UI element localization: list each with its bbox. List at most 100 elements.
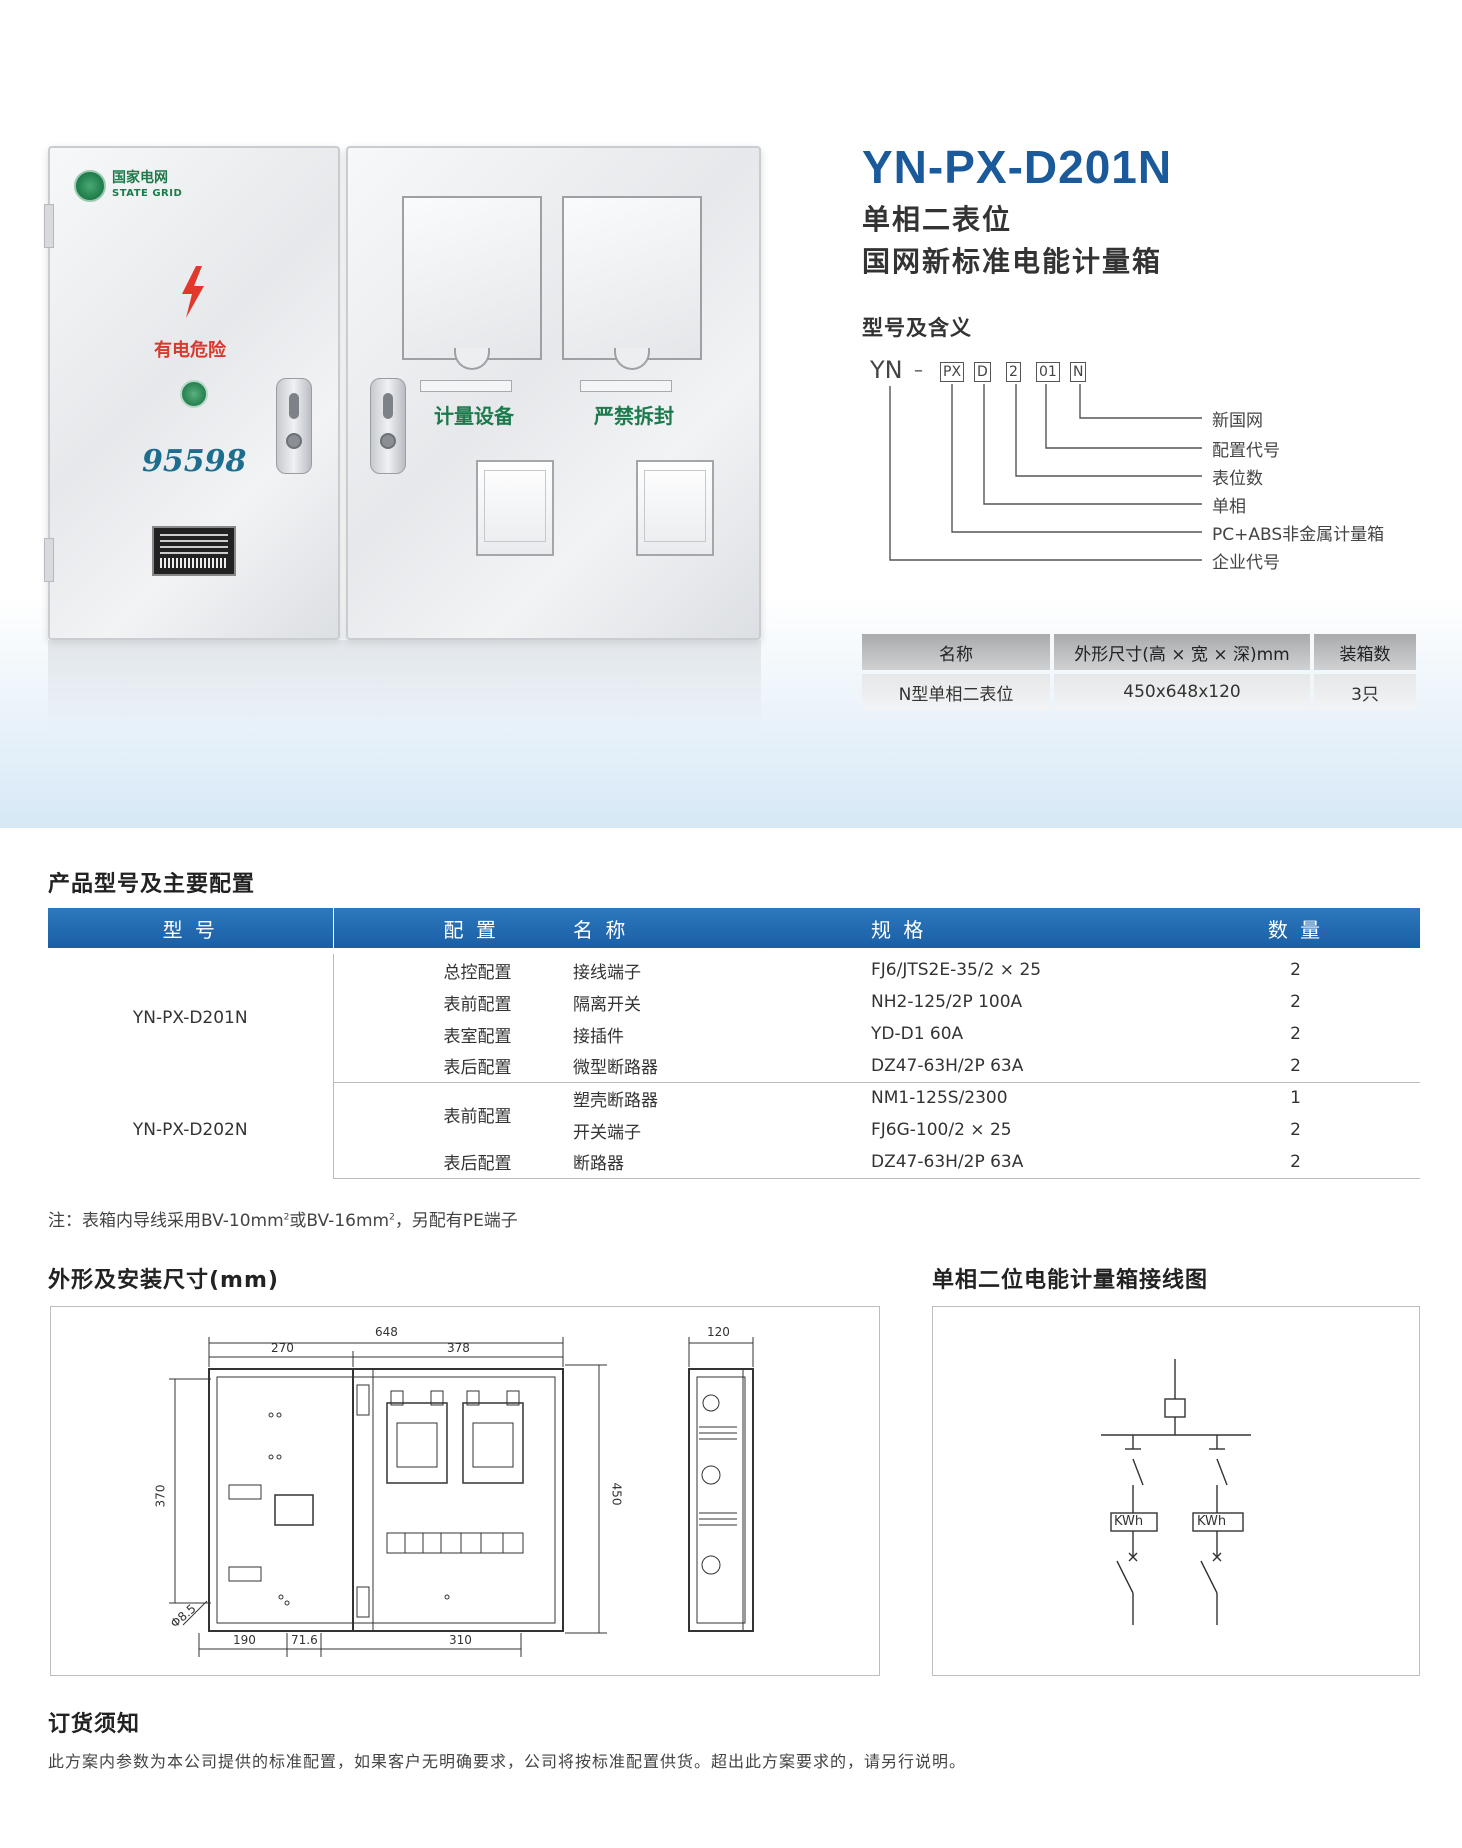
cfg-cell: 隔离开关 (573, 994, 641, 1015)
spec-header-size: 外形尺寸(高 × 宽 × 深)mm (1054, 634, 1310, 670)
cfg-header: 型 号 (48, 908, 333, 948)
cfg-cell: 2 (1171, 1050, 1420, 1083)
cfg-header: 配 置 (332, 908, 573, 948)
dim-right-width: 378 (447, 1341, 470, 1355)
cfg-cell: FJ6/JTS2E-35/2 × 25 (871, 960, 1042, 980)
door-label-metering: 计量设备 (434, 404, 514, 428)
code-desc: PC+ABS非金属计量箱 (1212, 525, 1385, 545)
code-leader-lines (889, 384, 1202, 561)
spec-header-qty: 装箱数 (1314, 634, 1416, 670)
cfg-cell: DZ47-63H/2P 63A (871, 1146, 1171, 1179)
meter-label: KWh (1114, 1514, 1144, 1529)
dimension-drawing-panel: 648 270 378 120 370 450 190 71.6 310 Φ8.… (50, 1306, 880, 1676)
dim-bottom-left: 190 (233, 1633, 256, 1647)
cfg-cell: 1 (1290, 1088, 1301, 1109)
order-heading: 订货须知 (48, 1712, 141, 1737)
dim-bottom-right: 310 (449, 1633, 472, 1647)
cfg-cell: 接插件 (573, 1026, 624, 1047)
code-box: D (974, 362, 991, 382)
config-table: 型 号 配 置 名 称 规 格 数 量 YN-PX-D201N 总控配置 接线端… (48, 908, 1420, 1179)
product-title: YN-PX-D201N (862, 141, 1173, 193)
dim-left-width: 270 (271, 1341, 294, 1355)
table-row: 表室配置 接插件 YD-D1 60A 2 (48, 1018, 1420, 1050)
cfg-cell: FJ6G-100/2 × 25 (871, 1120, 1012, 1140)
cfg-cell: 2 (1290, 1120, 1301, 1140)
spec-table-row: N型单相二表位 450x648x120 3只 (862, 674, 1416, 710)
hinge (44, 204, 54, 248)
cfg-cell: 断路器 (573, 1146, 871, 1179)
cfg-cell: DZ47-63H/2P 63A (871, 1050, 1171, 1083)
table-row: 表后配置 微型断路器 DZ47-63H/2P 63A 2 (48, 1050, 1420, 1083)
spec-cell: N型单相二表位 (862, 674, 1050, 710)
code-box: PX (940, 362, 965, 382)
model-code-diagram: YN – PX D 2 01 N 新国网 配置代号 表位数 单相 PC+ABS非… (870, 356, 1430, 586)
right-door-handle (370, 378, 406, 474)
cfg-cell: 接线端子 (573, 962, 641, 983)
nameplate (152, 526, 236, 576)
code-desc: 配置代号 (1212, 441, 1280, 461)
dimensions-heading: 外形及安装尺寸(mm) (48, 1268, 279, 1293)
spec-table-header: 名称 外形尺寸(高 × 宽 × 深)mm 装箱数 (862, 634, 1416, 670)
cfg-cell: 表前配置 (443, 994, 512, 1015)
spec-cell: 3只 (1314, 674, 1416, 710)
table-row: YN-PX-D202N 表前配置 塑壳断路器 NM1-125S/2300 1 (48, 1082, 1420, 1178)
cfg-cell: 塑壳断路器 (573, 1090, 658, 1111)
cfg-header: 名 称 (573, 908, 871, 948)
code-dash: – (914, 360, 923, 381)
cfg-cell: NH2-125/2P 100A (871, 992, 1023, 1012)
spec-header-name: 名称 (862, 634, 1050, 670)
door-label-sealed: 严禁拆封 (594, 404, 674, 428)
breaker-viewer-1 (476, 460, 554, 556)
product-subtitle-2: 国网新标准电能计量箱 (862, 245, 1163, 278)
dimension-drawing (169, 1337, 754, 1657)
lock-icon (380, 433, 396, 449)
barcode-icon (160, 558, 228, 568)
cfg-cell: 微型断路器 (573, 1050, 871, 1083)
dim-total-height: 450 (609, 1482, 624, 1506)
cfg-header: 数 量 (1171, 908, 1420, 948)
cfg-cell: 2 (1290, 960, 1301, 980)
model-meaning-heading: 型号及含义 (862, 316, 972, 340)
cfg-model: YN-PX-D202N (48, 1082, 334, 1178)
logo-cn: 国家电网 (112, 170, 168, 186)
code-prefix: YN (870, 356, 903, 384)
cfg-cell: 表后配置 (333, 1050, 573, 1083)
table-row: 表前配置 隔离开关 NH2-125/2P 100A 2 (48, 986, 1420, 1018)
wiring-note: 注：表箱内导线采用BV-10mm2或BV-16mm2，另配有PE端子 (48, 1211, 518, 1231)
cfg-cell: NM1-125S/2300 (871, 1088, 1008, 1109)
cfg-cell: 2 (1171, 1146, 1420, 1179)
meter-window-1 (402, 196, 542, 370)
dim-left-height: 370 (153, 1484, 168, 1508)
danger-label: 有电危险 (154, 340, 226, 361)
order-text: 此方案内参数为本公司提供的标准配置，如果客户无明确要求，公司将按标准配置供货。超… (48, 1752, 967, 1771)
product-subtitle-1: 单相二表位 (862, 203, 1013, 236)
cfg-cell: 2 (1290, 992, 1301, 1012)
dim-depth: 120 (707, 1325, 730, 1339)
cfg-cell: 总控配置 (443, 962, 512, 983)
code-desc: 企业代号 (1212, 553, 1280, 573)
code-box: N (1070, 362, 1087, 382)
hotline-logo: 95598 (142, 444, 247, 479)
logo-en: STATE GRID (112, 188, 183, 199)
spec-cell: 450x648x120 (1054, 674, 1310, 710)
right-door: 计量设备 严禁拆封 (346, 146, 761, 640)
meter-window-2 (562, 196, 702, 370)
code-desc: 表位数 (1212, 469, 1263, 489)
meter-label: KWh (1197, 1514, 1227, 1529)
lock-icon (286, 433, 302, 449)
hinge (44, 538, 54, 582)
dim-total-width: 648 (375, 1325, 398, 1339)
cfg-model: YN-PX-D201N (48, 954, 334, 1082)
state-grid-logo-icon (74, 170, 106, 202)
wiring-heading: 单相二位电能计量箱接线图 (932, 1268, 1209, 1293)
cfg-cell: YD-D1 60A (871, 1024, 964, 1044)
table-row: 表后配置 断路器 DZ47-63H/2P 63A 2 (48, 1146, 1420, 1179)
product-image: 国家电网 STATE GRID 有电危险 95598 计量设备 (44, 146, 761, 640)
code-desc: 新国网 (1212, 411, 1263, 431)
wiring-diagram-panel: KWh KWh (932, 1306, 1420, 1676)
table-row: YN-PX-D201N 总控配置 接线端子 FJ6/JTS2E-35/2 × 2… (48, 954, 1420, 1082)
cfg-cell: 开关端子 (573, 1122, 641, 1143)
spec-table: 名称 外形尺寸(高 × 宽 × 深)mm 装箱数 N型单相二表位 450x648… (858, 630, 1420, 714)
cfg-header: 规 格 (871, 908, 1171, 948)
table-row: 开关端子 FJ6G-100/2 × 25 2 (48, 1114, 1420, 1146)
